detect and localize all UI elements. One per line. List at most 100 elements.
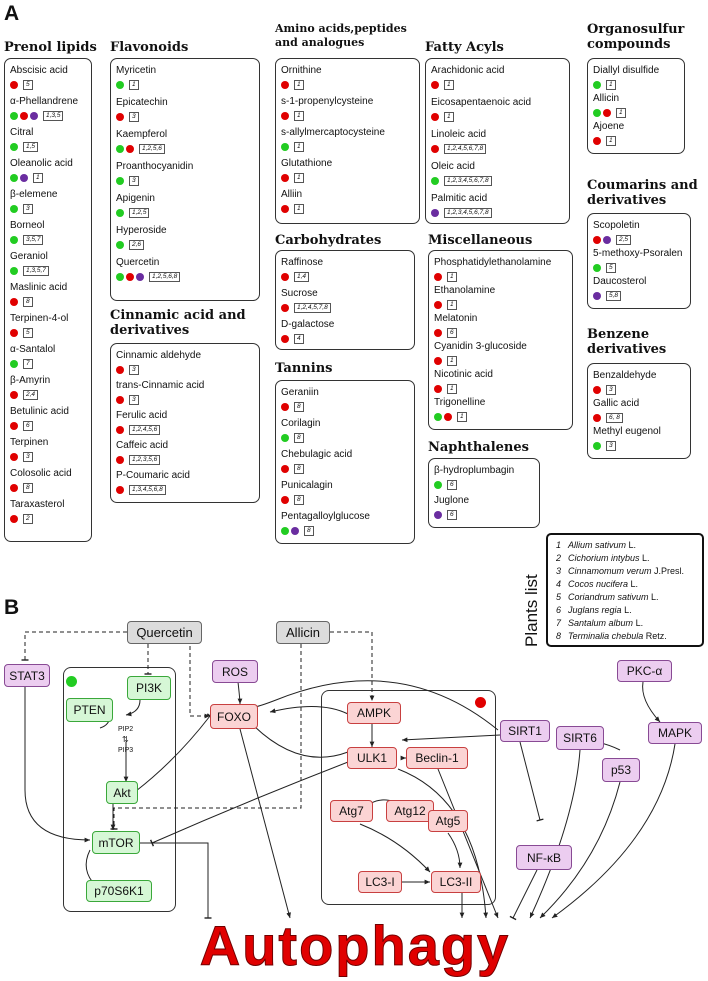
purple-dot [291,526,299,535]
compound-name: Alliin [281,189,303,200]
purple-dot [593,291,601,300]
compound-name: Ferulic acid [116,410,168,421]
atg12-node: Atg12 [386,800,434,822]
compound-indicators: 1,4 [281,271,419,282]
compound-indicators: 5,8 [593,290,695,301]
plant-ref-badge: 3 [129,364,139,375]
compound-indicators: 3 [116,394,264,405]
plant-author: L. [651,592,659,602]
compound-indicators: 2,5 [593,234,695,245]
plant-ref-badge: 1,2,5,6,8 [149,271,181,282]
compound-name: Allicin [593,93,620,104]
edge-pkca-mapk [642,681,661,723]
compound-indicators: 8 [281,401,419,412]
plant-ref-badge: 1 [129,79,139,90]
plant-ref-badge: 2 [23,513,33,524]
pi3k-akt-group-box [63,667,176,912]
compound-indicators: 6, 8 [593,412,695,423]
compound-indicators: 1,5 [10,141,96,152]
beclin1-node: Beclin-1 [406,747,468,769]
plant-ref-badge: 5,8 [606,290,622,301]
atg7-node: Atg7 [330,800,373,822]
compound-indicators: 6 [434,327,577,338]
red-dot [281,464,289,473]
green-dot [10,235,18,244]
compound-name: Gallic acid [593,398,640,409]
compound-name: Betulinic acid [10,406,69,417]
green-dot [434,412,442,421]
plant-species: Terminalia chebula [568,631,644,641]
green-dot [116,208,124,217]
compound-indicators: 1 [434,271,577,282]
compound-indicators: 3 [593,440,695,451]
edge-atg12-lc3ii [447,832,463,869]
compound-name: α-Phellandrene [10,96,79,107]
compound-name: Geraniin [281,387,319,398]
red-dot [434,300,442,309]
red-dot [593,413,601,422]
compound-item: Oleanolic acid 1 [10,158,96,183]
category-title-tannins: Tannins [275,361,333,376]
plant-ref-badge: 3 [23,451,33,462]
red-dot [116,425,124,434]
compound-indicators: 1,2,4,5,7,8 [281,302,419,313]
plant-ref-badge: 1,2,3,5,6 [129,454,161,465]
pip-conversion-arrows: ⇅ [122,735,129,744]
red-indicator-dot [475,697,486,708]
compound-name: Taraxasterol [10,499,65,510]
compound-indicators: 3 [116,364,264,375]
red-dot [281,303,289,312]
edge-ros-foxo [237,681,243,705]
foxo-node: FOXO [210,704,258,729]
plant-ref-badge: 1 [447,271,457,282]
edge-foxo-autophagy [239,728,291,919]
stat3-node: STAT3 [4,664,50,687]
plant-ref-badge: 1 [606,79,616,90]
compound-indicators: 1 [593,107,689,118]
mapk-node: MAPK [648,722,702,744]
plant-species: Cinnamomum verum [568,566,652,576]
compound-indicators: 6 [434,479,544,490]
plant-number: 6 [556,605,562,615]
red-dot [20,111,28,120]
red-dot [431,80,439,89]
compound-name: Methyl eugenol [593,426,661,437]
green-dot [10,266,18,275]
lc3i-node: LC3-I [358,871,402,893]
red-dot [593,136,601,145]
compound-name: Diallyl disulfide [593,65,660,76]
compound-name: Colosolic acid [10,468,72,479]
green-dot [10,111,18,120]
compound-indicators: 1 [593,135,689,146]
compound-name: Apigenin [116,193,155,204]
compound-name: Daucosterol [593,276,647,287]
plant-ref-badge: 1,4 [294,271,310,282]
category-title-cinnamic-acid: Cinnamic acid and derivatives [110,308,246,338]
red-dot [603,108,611,117]
compound-name: Melatonin [434,313,478,324]
compound-indicators: 7 [10,358,96,369]
red-dot [116,112,124,121]
compound-name: Oleanolic acid [10,158,73,169]
compound-indicators: 1,2,4,5,6 [116,424,264,435]
compound-name: P-Coumaric acid [116,470,190,481]
compound-item: Methyl eugenol 3 [593,426,695,451]
compound-item: Taraxasterol 2 [10,499,96,524]
ulk1-node: ULK1 [347,747,397,769]
edge-ulk1-autophagy [397,768,489,919]
compound-indicators: 1 [10,172,96,183]
